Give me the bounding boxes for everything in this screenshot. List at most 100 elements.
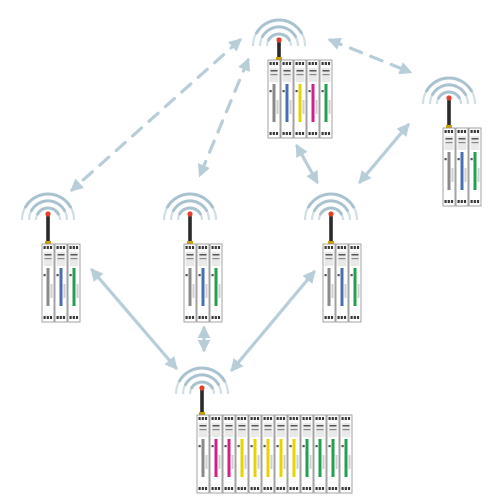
terminal-bottom (295, 487, 299, 490)
terminal-top (463, 130, 467, 133)
terminal-bottom (243, 487, 247, 490)
module-grip (344, 284, 347, 298)
module-led (250, 445, 253, 448)
terminal-top (263, 417, 266, 420)
terminal-top (269, 62, 272, 65)
link-right-to-center-right (358, 123, 410, 184)
terminal-top (256, 417, 260, 420)
module-grip (315, 100, 318, 114)
terminal-top (289, 417, 292, 420)
module-gray (41, 243, 55, 323)
module-yellow (235, 414, 249, 494)
antenna-tip (199, 385, 205, 391)
links-layer (70, 37, 413, 372)
terminal-top (217, 417, 221, 420)
terminal-top (337, 246, 340, 249)
module-label-line (290, 429, 298, 431)
terminal-bottom (288, 132, 292, 135)
radio-wave-ring (265, 32, 293, 47)
terminal-bottom (275, 132, 279, 135)
module-rack (267, 59, 333, 139)
module-color-stripe (331, 439, 335, 477)
terminal-top (353, 246, 356, 249)
module-label-line (303, 429, 311, 431)
terminal-bottom (237, 487, 240, 490)
terminal-top (211, 246, 214, 249)
module-green (313, 414, 327, 494)
antenna-icon (45, 211, 51, 246)
module-rack (183, 243, 223, 323)
terminal-bottom (269, 132, 272, 135)
module-label-line (342, 429, 350, 431)
terminal-top (334, 417, 338, 420)
terminal-top (292, 417, 295, 420)
module-label-line (322, 74, 330, 76)
module-gray (196, 414, 210, 494)
module-label-line (57, 258, 65, 260)
module-grip (231, 455, 234, 469)
module-blue (335, 243, 349, 323)
terminal-bottom (298, 132, 301, 135)
radio-waves-icon (421, 76, 477, 105)
terminal-bottom (447, 200, 450, 203)
terminal-bottom (263, 487, 266, 490)
terminal-bottom (289, 487, 292, 490)
link-center-right-to-bottom (230, 270, 316, 372)
module-rack (442, 127, 482, 207)
module-label-line (309, 70, 317, 72)
terminal-bottom (56, 316, 59, 319)
terminal-top (282, 62, 285, 65)
terminal-bottom (314, 132, 318, 135)
terminal-bottom (201, 487, 204, 490)
link-top-center-to-center-left (198, 57, 250, 178)
module-grip (205, 284, 208, 298)
module-rack (322, 243, 362, 323)
module-color-stripe (253, 439, 257, 477)
terminal-top (470, 130, 473, 133)
terminal-bottom (49, 316, 53, 319)
module-label-line (212, 429, 220, 431)
terminal-bottom (305, 487, 308, 490)
module-blue (196, 243, 210, 323)
antenna-mast (46, 214, 50, 246)
module-grip (335, 455, 338, 469)
module-label-line (316, 425, 324, 427)
module-label-line (322, 70, 330, 72)
terminal-top (457, 130, 460, 133)
terminal-bottom (69, 316, 72, 319)
terminal-bottom (327, 132, 331, 135)
terminal-bottom (62, 316, 66, 319)
terminal-top (275, 62, 279, 65)
terminal-top (305, 417, 308, 420)
terminal-bottom (340, 316, 343, 319)
module-led (457, 158, 460, 161)
module-label-line (283, 70, 291, 72)
module-label-line (296, 70, 304, 72)
radio-waves-icon (303, 192, 359, 221)
module-led (324, 274, 327, 277)
terminal-bottom (321, 487, 325, 490)
module-grip (357, 284, 360, 298)
terminal-bottom (315, 487, 318, 490)
terminal-top (243, 417, 247, 420)
module-color-stripe (344, 439, 348, 477)
module-color-stripe (305, 439, 309, 477)
link-left-to-bottom (90, 268, 178, 370)
terminal-bottom (75, 316, 79, 319)
module-led (295, 90, 298, 93)
terminal-top (298, 62, 301, 65)
terminal-top (204, 246, 208, 249)
terminal-top (69, 246, 72, 249)
terminal-top (253, 417, 256, 420)
module-color-stripe (292, 439, 296, 477)
terminal-bottom (214, 487, 217, 490)
module-label-line (212, 425, 220, 427)
terminal-bottom (204, 316, 208, 319)
terminal-top (272, 62, 275, 65)
node-top-center (251, 18, 333, 139)
antenna-icon (328, 211, 334, 246)
module-label-line (270, 74, 278, 76)
terminal-bottom (204, 487, 208, 490)
terminal-bottom (344, 487, 347, 490)
terminal-bottom (476, 200, 480, 203)
